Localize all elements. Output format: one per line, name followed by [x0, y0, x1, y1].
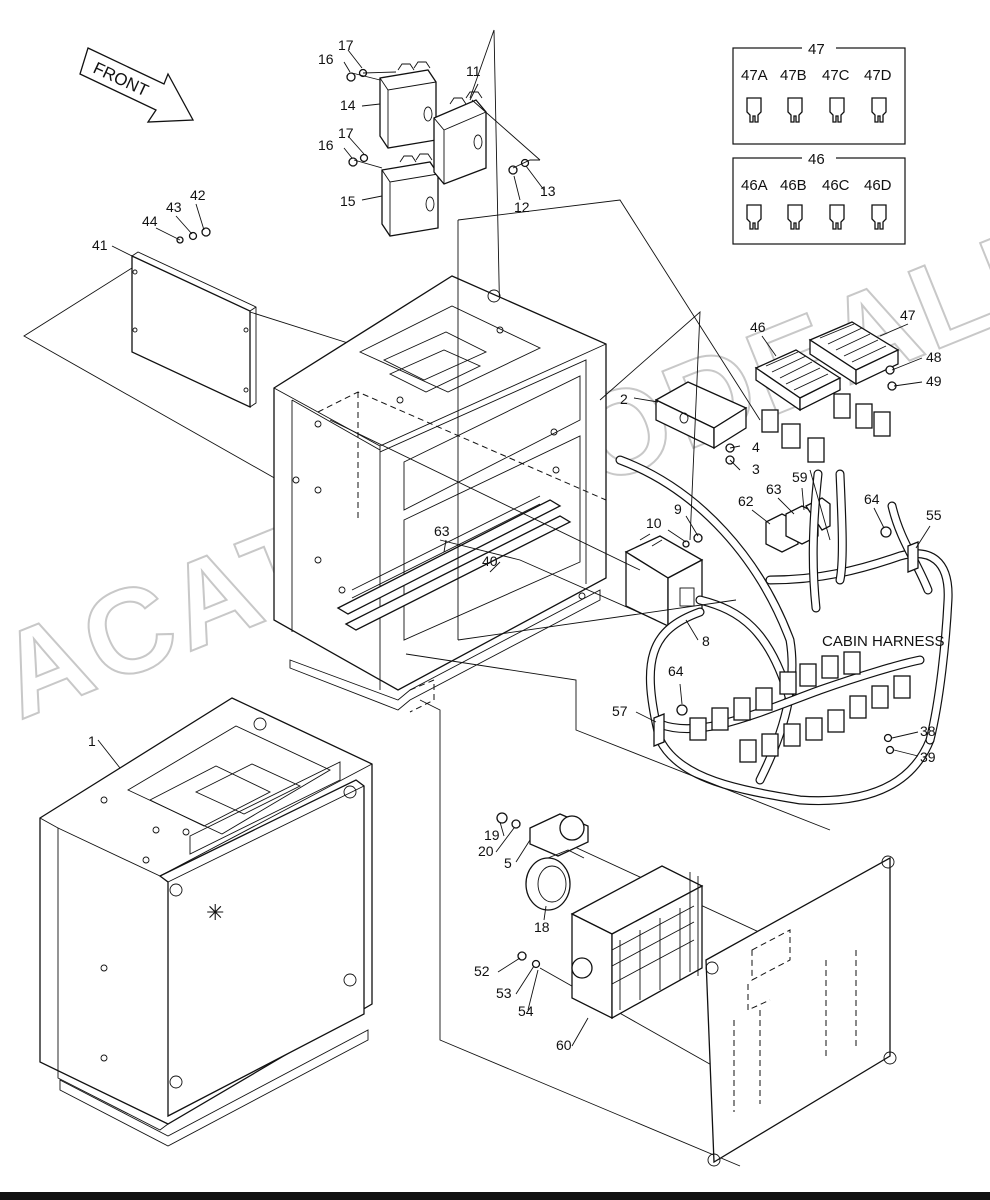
fuse-47d-label: 47D [864, 67, 892, 84]
fuse-icons-47 [746, 97, 887, 123]
relay-11 [433, 91, 487, 185]
cabin-harness-label: CABIN HARNESS [822, 633, 945, 650]
callout-59: 59 [792, 469, 808, 485]
callout-60: 60 [556, 1037, 572, 1053]
callout-49: 49 [926, 373, 942, 389]
callout-55: 55 [926, 507, 942, 523]
callout-16b: 16 [318, 137, 334, 153]
callout-5: 5 [504, 855, 512, 871]
callout-53: 53 [496, 985, 512, 1001]
callout-63a: 63 [766, 481, 782, 497]
callout-52: 52 [474, 963, 490, 979]
fuse-box-47 [808, 321, 900, 386]
fuse-icons-46 [746, 204, 887, 230]
callout-9: 9 [674, 501, 682, 517]
fuse-47c-label: 47C [822, 67, 850, 84]
back-panel [705, 855, 897, 1167]
assembly-lines [329, 199, 831, 1167]
callout-20: 20 [478, 843, 494, 859]
callout-11: 11 [466, 63, 481, 79]
callout-57: 57 [612, 703, 628, 719]
callout-39: 39 [920, 749, 936, 765]
callout-3: 3 [752, 461, 760, 477]
control-box-exploded [273, 275, 607, 713]
fuse-46c-label: 46C [822, 177, 850, 194]
callout-leaders [97, 49, 931, 1047]
callout-19: 19 [484, 827, 500, 843]
callout-15: 15 [340, 193, 356, 209]
callout-40: 40 [482, 553, 498, 569]
callout-17b: 17 [338, 125, 354, 141]
callout-12: 12 [514, 199, 530, 215]
callout-1: 1 [88, 733, 96, 749]
callout-64b: 64 [668, 663, 684, 679]
callout-62: 62 [738, 493, 754, 509]
callout-labels: 1 2 3 4 5 8 9 10 11 12 13 14 15 16 16 17… [88, 37, 945, 1053]
relay-14 [379, 61, 437, 149]
callout-41: 41 [92, 237, 108, 253]
callout-18: 18 [534, 919, 550, 935]
callout-54: 54 [518, 1003, 534, 1019]
fuse-46b-label: 46B [780, 177, 807, 194]
front-arrow: FRONT [79, 47, 195, 123]
fuse-box-46 [754, 349, 842, 412]
fuse-group-47: 47 47A 47B 47C 47D [732, 40, 906, 145]
fuse-box-harness [761, 365, 897, 463]
callout-16a: 16 [318, 51, 334, 67]
controller-60 [517, 865, 704, 1020]
meter-18 [525, 849, 585, 911]
callout-14: 14 [340, 97, 356, 113]
callout-10: 10 [646, 515, 662, 531]
control-box-assembled: ✳ [39, 697, 373, 1147]
callout-44: 44 [142, 213, 158, 229]
fuse-group-47-label: 47 [808, 41, 825, 58]
callout-64a: 64 [864, 491, 880, 507]
fuse-46d-label: 46D [864, 177, 892, 194]
callout-8: 8 [702, 633, 710, 649]
fuse-47a-label: 47A [741, 67, 768, 84]
cabin-harness [615, 455, 953, 806]
fuse-group-46: 46 46A 46B 46C 46D [732, 150, 906, 245]
callout-47: 47 [900, 307, 916, 323]
bottom-frame-border [0, 1192, 990, 1200]
relay-assembly-lines [351, 29, 541, 331]
relay-5 [496, 812, 589, 857]
callout-43: 43 [166, 199, 182, 215]
callout-46: 46 [750, 319, 766, 335]
fuse-46a-label: 46A [741, 177, 768, 194]
relay-15 [381, 153, 439, 237]
callout-63b: 63 [434, 523, 450, 539]
callout-2: 2 [620, 391, 628, 407]
callout-48: 48 [926, 349, 942, 365]
callout-4: 4 [752, 439, 760, 455]
callout-13: 13 [540, 183, 556, 199]
star-mark: ✳ [206, 900, 224, 925]
cover-41 [131, 227, 257, 409]
callout-17a: 17 [338, 37, 354, 53]
fuse-group-46-label: 46 [808, 151, 825, 168]
callout-42: 42 [190, 187, 206, 203]
fuse-47b-label: 47B [780, 67, 807, 84]
callout-38: 38 [920, 723, 936, 739]
